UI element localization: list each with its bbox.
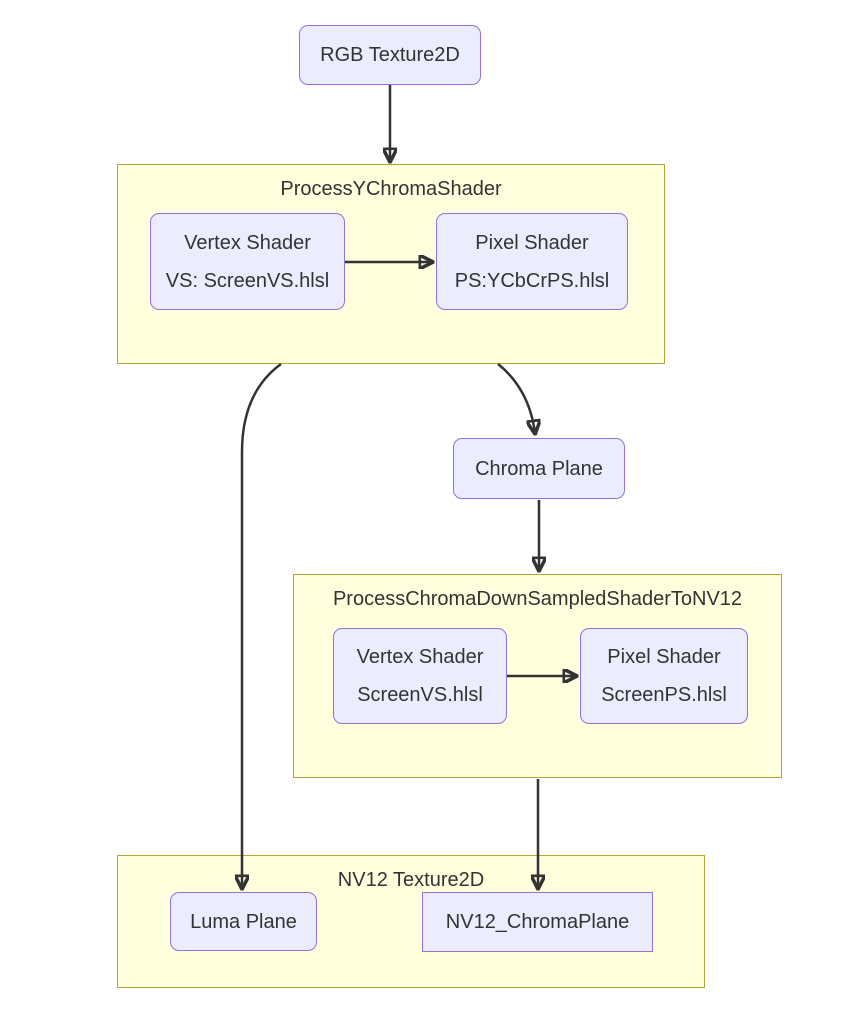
node-vertex-shader-1: Vertex Shader VS: ScreenVS.hlsl [150,213,345,310]
node-label-line: Vertex Shader [356,646,484,668]
node-rgb-texture2d: RGB Texture2D [299,25,481,85]
node-label: RGB Texture2D [320,44,460,66]
node-pixel-shader-2: Pixel Shader ScreenPS.hlsl [580,628,748,724]
node-label: NV12_ChromaPlane [445,911,630,933]
node-chroma-plane: Chroma Plane [453,438,625,499]
node-label-line: ScreenVS.hlsl [357,684,483,706]
cluster-title: NV12 Texture2D [337,869,485,891]
node-label-line: Pixel Shader [475,231,589,254]
node-label-line: VS: ScreenVS.hlsl [165,269,330,292]
node-label-line: PS:YCbCrPS.hlsl [454,269,610,292]
node-label-line: ScreenPS.hlsl [601,684,727,706]
node-vertex-shader-2: Vertex Shader ScreenVS.hlsl [333,628,507,724]
node-pixel-shader-1: Pixel Shader PS:YCbCrPS.hlsl [436,213,628,310]
node-label-line: Vertex Shader [184,231,311,254]
node-nv12-chroma-plane: NV12_ChromaPlane [422,892,653,952]
node-label: Chroma Plane [475,457,603,480]
node-label: Luma Plane [190,910,297,933]
cluster-title: ProcessChromaDownSampledShaderToNV12 [332,588,743,610]
node-label-line: Pixel Shader [607,646,721,668]
edge-process-y-to-luma-plane [242,362,282,888]
edge-process-y-to-chroma-plane [497,363,535,433]
cluster-title: ProcessYChromaShader [280,178,502,200]
node-luma-plane: Luma Plane [170,892,317,951]
